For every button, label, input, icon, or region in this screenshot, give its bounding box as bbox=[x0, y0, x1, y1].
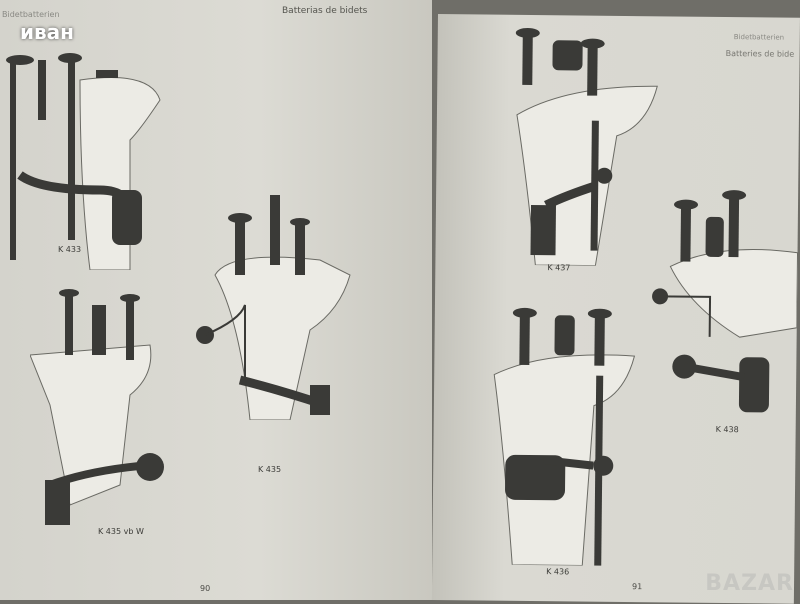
faucet-illustration-k438 bbox=[652, 190, 799, 413]
site-watermark: BAZAR bbox=[705, 571, 794, 596]
page-number: 90 bbox=[200, 584, 211, 593]
header-line2: Batteries de bide bbox=[725, 49, 795, 59]
page-number: 91 bbox=[631, 582, 643, 592]
figure-label: K 433 bbox=[58, 245, 82, 254]
faucet-illustration-k435vbw bbox=[30, 289, 164, 525]
figure-label: K 438 bbox=[715, 424, 739, 435]
faucet-illustration-k436 bbox=[493, 307, 636, 567]
faucet-illustration-k435 bbox=[196, 195, 351, 420]
faucet-illustration-k437 bbox=[515, 27, 658, 267]
left-page: Bidetbatterien Batterias de bidets K 433… bbox=[0, 0, 432, 600]
header-line1: Bidetbatterien bbox=[733, 33, 785, 42]
right-page: Bidetbatterien Batteries de bide K 437 K… bbox=[431, 14, 800, 604]
header-left: Bidetbatterien bbox=[2, 10, 60, 19]
username-watermark: иван bbox=[20, 20, 74, 44]
figure-label: K 435 vb W bbox=[98, 527, 144, 536]
figure-label: K 435 bbox=[258, 465, 282, 474]
faucet-illustration-k433 bbox=[6, 53, 161, 270]
figure-label: K 436 bbox=[546, 567, 570, 577]
figure-label: K 437 bbox=[547, 263, 571, 273]
header-right: Batterias de bidets bbox=[282, 6, 368, 16]
